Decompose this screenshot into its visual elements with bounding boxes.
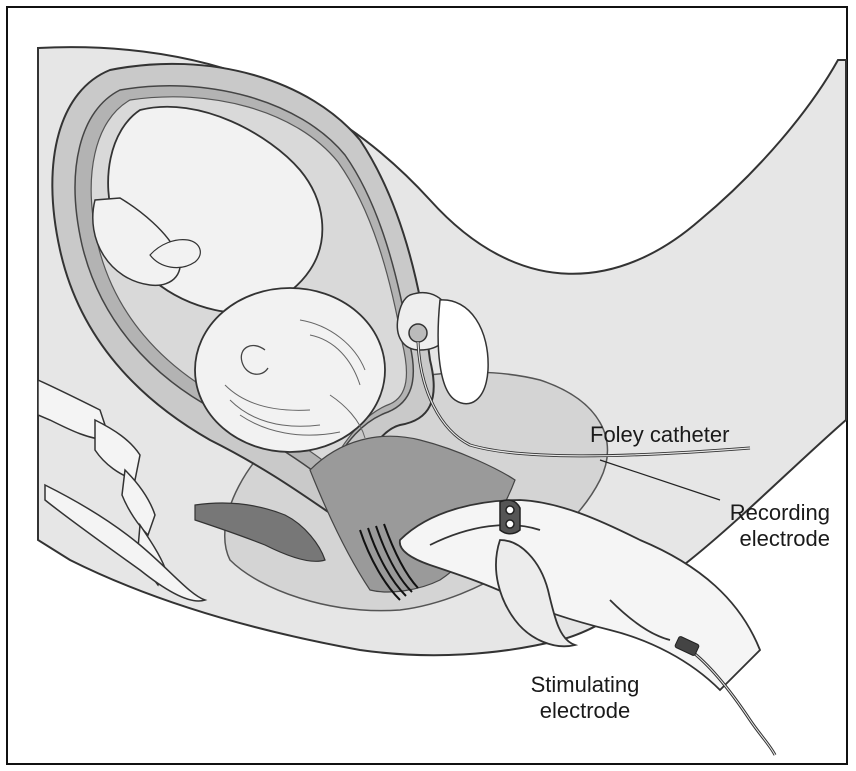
- stimulating-electrode-line2: electrode: [500, 698, 670, 724]
- recording-electrode-line2: electrode: [680, 526, 830, 552]
- fetus-head: [195, 288, 385, 452]
- foley-catheter-label: Foley catheter: [590, 422, 729, 448]
- stimulating-electrode-label: Stimulating electrode: [500, 672, 670, 724]
- stimulating-electrode-line1: Stimulating: [500, 672, 670, 698]
- recording-electrode-line1: Recording: [680, 500, 830, 526]
- recording-electrode-label: Recording electrode: [680, 500, 830, 552]
- catheter-balloon: [409, 324, 427, 342]
- foley-catheter-text: Foley catheter: [590, 422, 729, 448]
- ring-electrode: [500, 500, 520, 534]
